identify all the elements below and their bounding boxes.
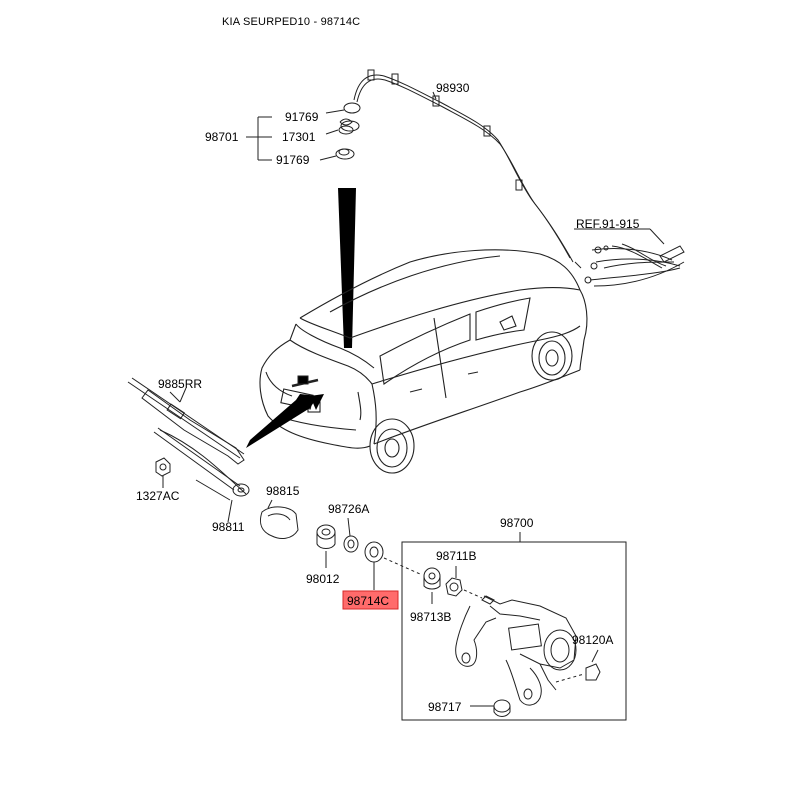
leader-lines: [179, 387, 233, 523]
label-91769-top: 91769: [285, 110, 319, 124]
label-98701: 98701: [205, 130, 239, 144]
pointer-arrow-bottom: [246, 394, 318, 448]
label-98713B: 98713B: [410, 610, 451, 624]
highlight-98714C: [342, 590, 399, 610]
diagram-title: KIA SEURPED10 - 98714C: [222, 16, 361, 28]
label-98811: 98811: [212, 520, 245, 534]
label-ref-91-915: REF.91-915: [576, 217, 640, 231]
grommet-98012: [316, 524, 336, 568]
motor-assembly-box: [401, 532, 627, 721]
nut-1327AC: [155, 457, 171, 488]
label-91769-bottom: 91769: [276, 153, 310, 167]
label-98717: 98717: [428, 700, 462, 714]
rear-wiper-on-car: [291, 375, 319, 388]
wiper-blade-9885RR: [127, 377, 245, 465]
hose-fittings: [335, 102, 361, 160]
label-98930: 98930: [436, 81, 470, 95]
label-98711B: 98711B: [436, 549, 476, 563]
washer-98726A: [343, 517, 359, 553]
bracket-98701: [246, 109, 345, 161]
label-98714C: 98714C: [347, 594, 389, 608]
bolt-98120A: [585, 649, 601, 681]
label-98120A: 98120A: [572, 633, 613, 647]
wiring-harness: [574, 228, 685, 287]
label-9885RR: 9885RR: [158, 377, 202, 391]
nut-98711B: [445, 566, 483, 599]
label-98726A: 98726A: [328, 502, 369, 516]
label-17301: 17301: [282, 130, 316, 144]
label-98815: 98815: [266, 484, 300, 498]
washer-98714C: [364, 541, 421, 590]
label-98700: 98700: [500, 516, 534, 530]
label-98012: 98012: [306, 572, 340, 586]
grommet-98717: [470, 699, 511, 717]
car-illustration: [259, 249, 588, 474]
washer-hose-98930: [353, 69, 582, 269]
wiper-arm-98811: [153, 427, 250, 501]
wiper-motor: [455, 595, 585, 706]
nut-98713B: [423, 567, 441, 604]
pointer-arrow-top: [338, 188, 356, 348]
label-1327AC: 1327AC: [136, 489, 180, 503]
cap-98815: [259, 499, 299, 539]
